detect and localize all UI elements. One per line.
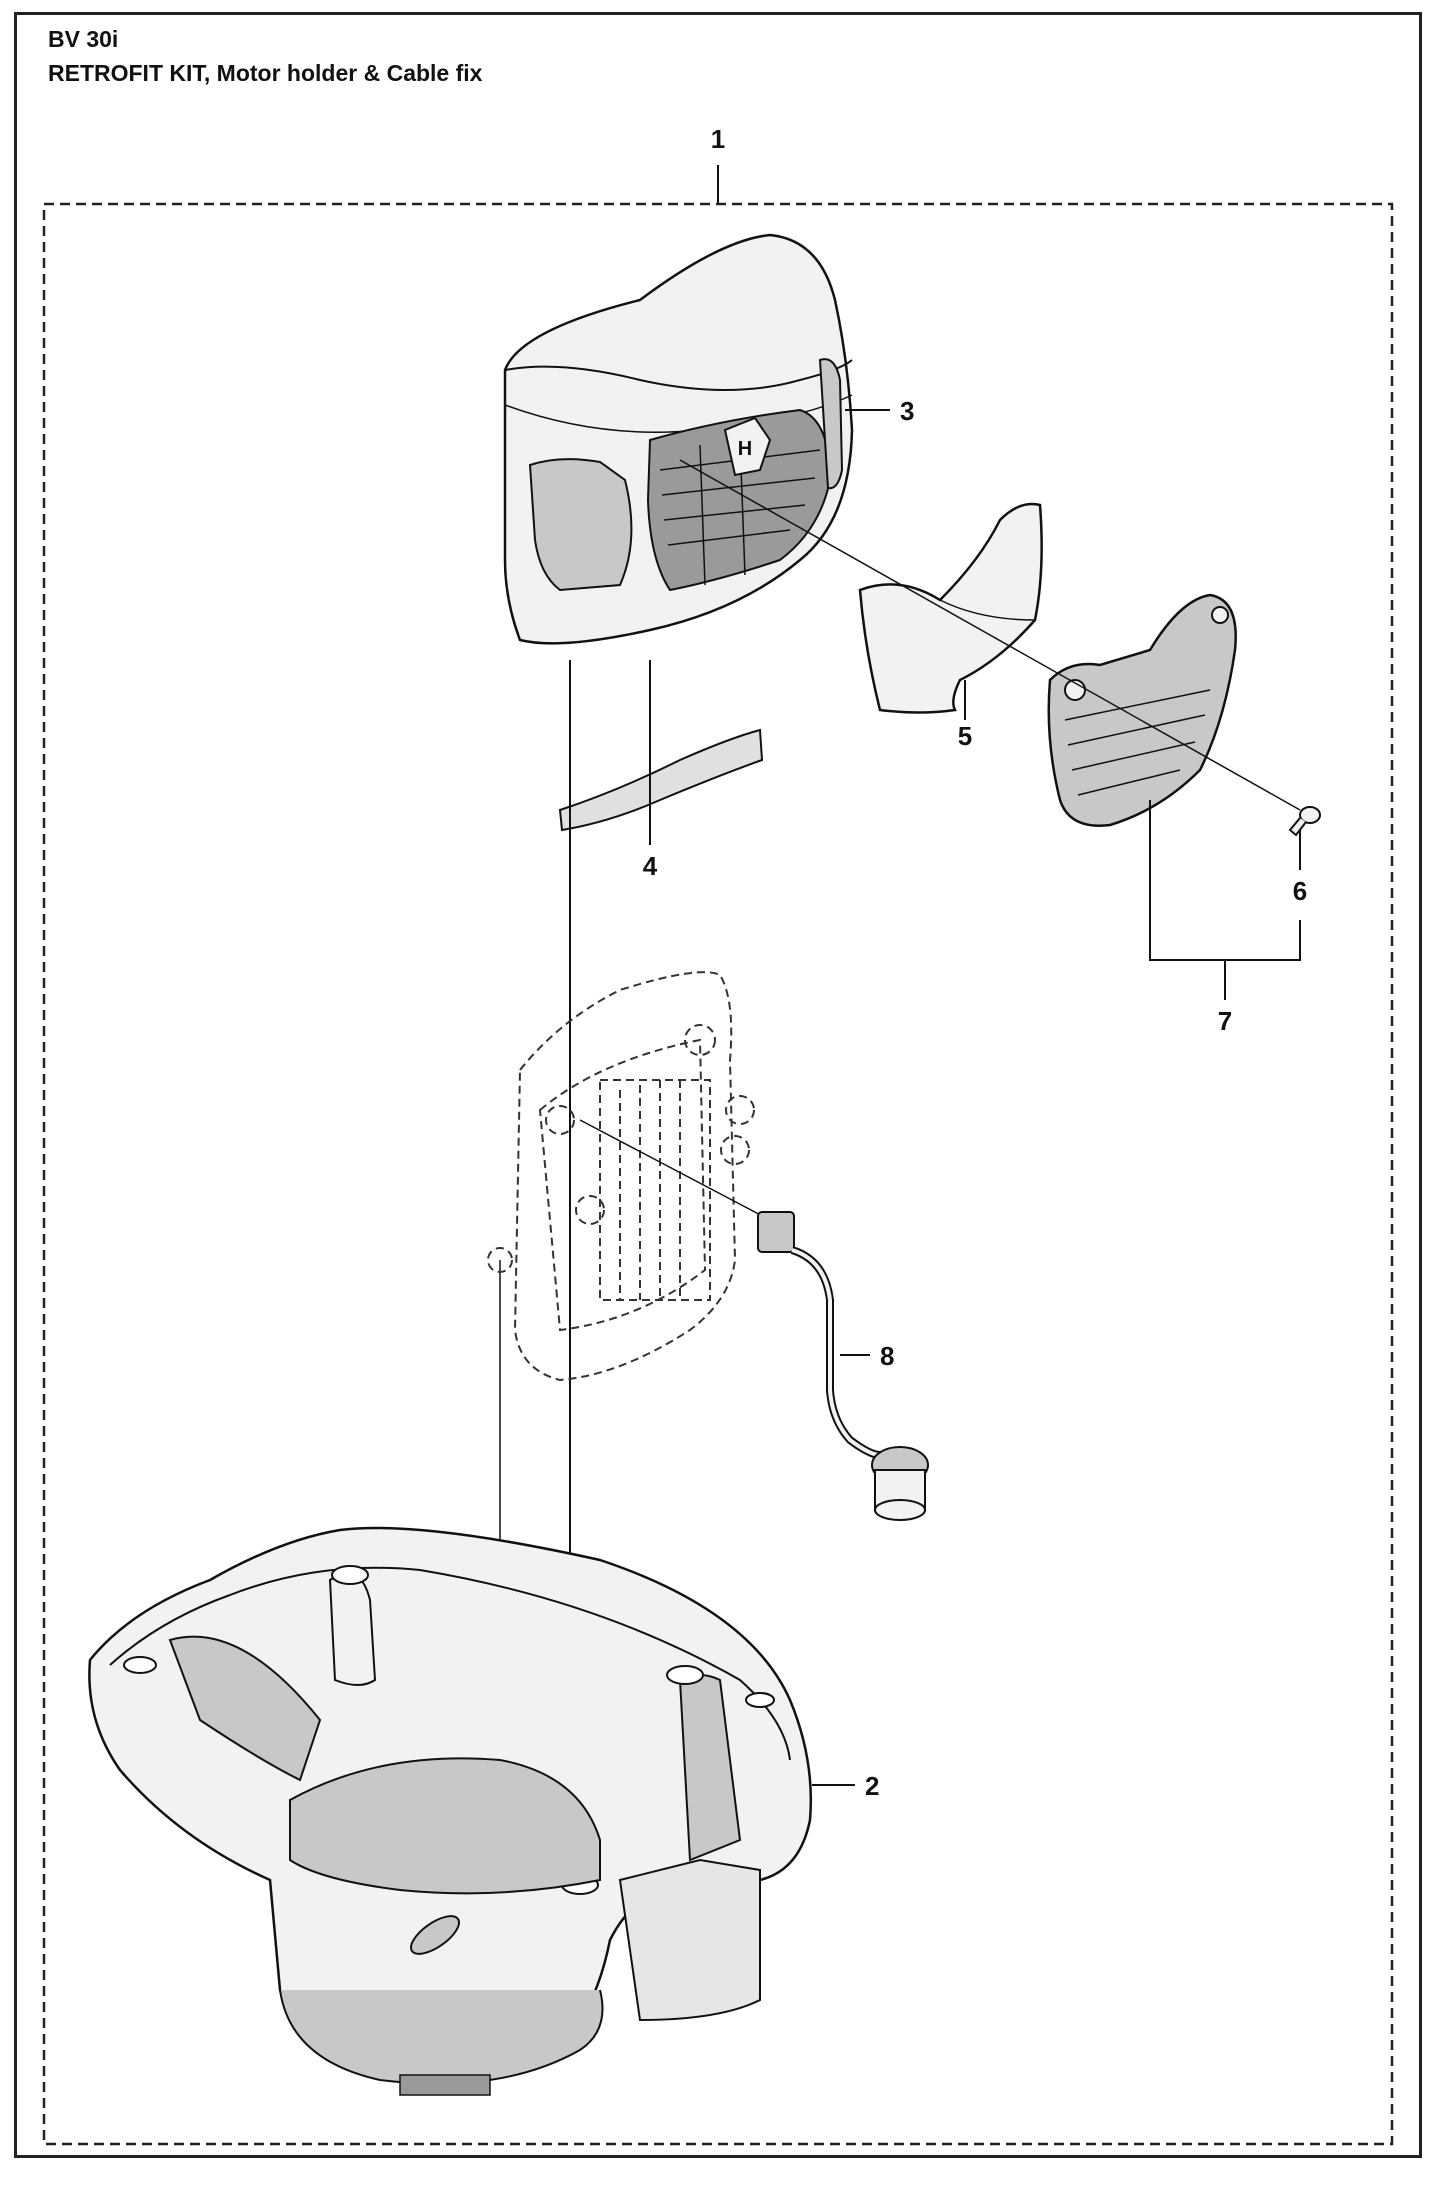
svg-text:H: H bbox=[738, 438, 752, 460]
part-7-grille-cover bbox=[1047, 593, 1237, 827]
part-6-screw bbox=[1288, 806, 1321, 837]
callout-5: 5 bbox=[958, 721, 972, 751]
part-3-motor-cover: H bbox=[503, 233, 854, 645]
part-5-filter bbox=[858, 502, 1043, 714]
callout-4: 4 bbox=[643, 851, 658, 881]
callout-7: 7 bbox=[1218, 1006, 1232, 1036]
callout-2: 2 bbox=[865, 1771, 879, 1801]
model-name: BV 30i bbox=[48, 26, 119, 52]
callout-1: 1 bbox=[711, 124, 725, 154]
motor-reference-dashed bbox=[487, 971, 755, 1382]
part-4-label bbox=[558, 728, 764, 832]
callout-3: 3 bbox=[900, 396, 914, 426]
callout-8: 8 bbox=[880, 1341, 894, 1371]
diagram-frame bbox=[14, 12, 1422, 2158]
callout-6: 6 bbox=[1293, 876, 1307, 906]
part-2-motor-holder bbox=[88, 1526, 813, 2096]
diagram-title: RETROFIT KIT, Motor holder & Cable fix bbox=[48, 60, 483, 86]
part-8-cable bbox=[579, 1119, 929, 1521]
